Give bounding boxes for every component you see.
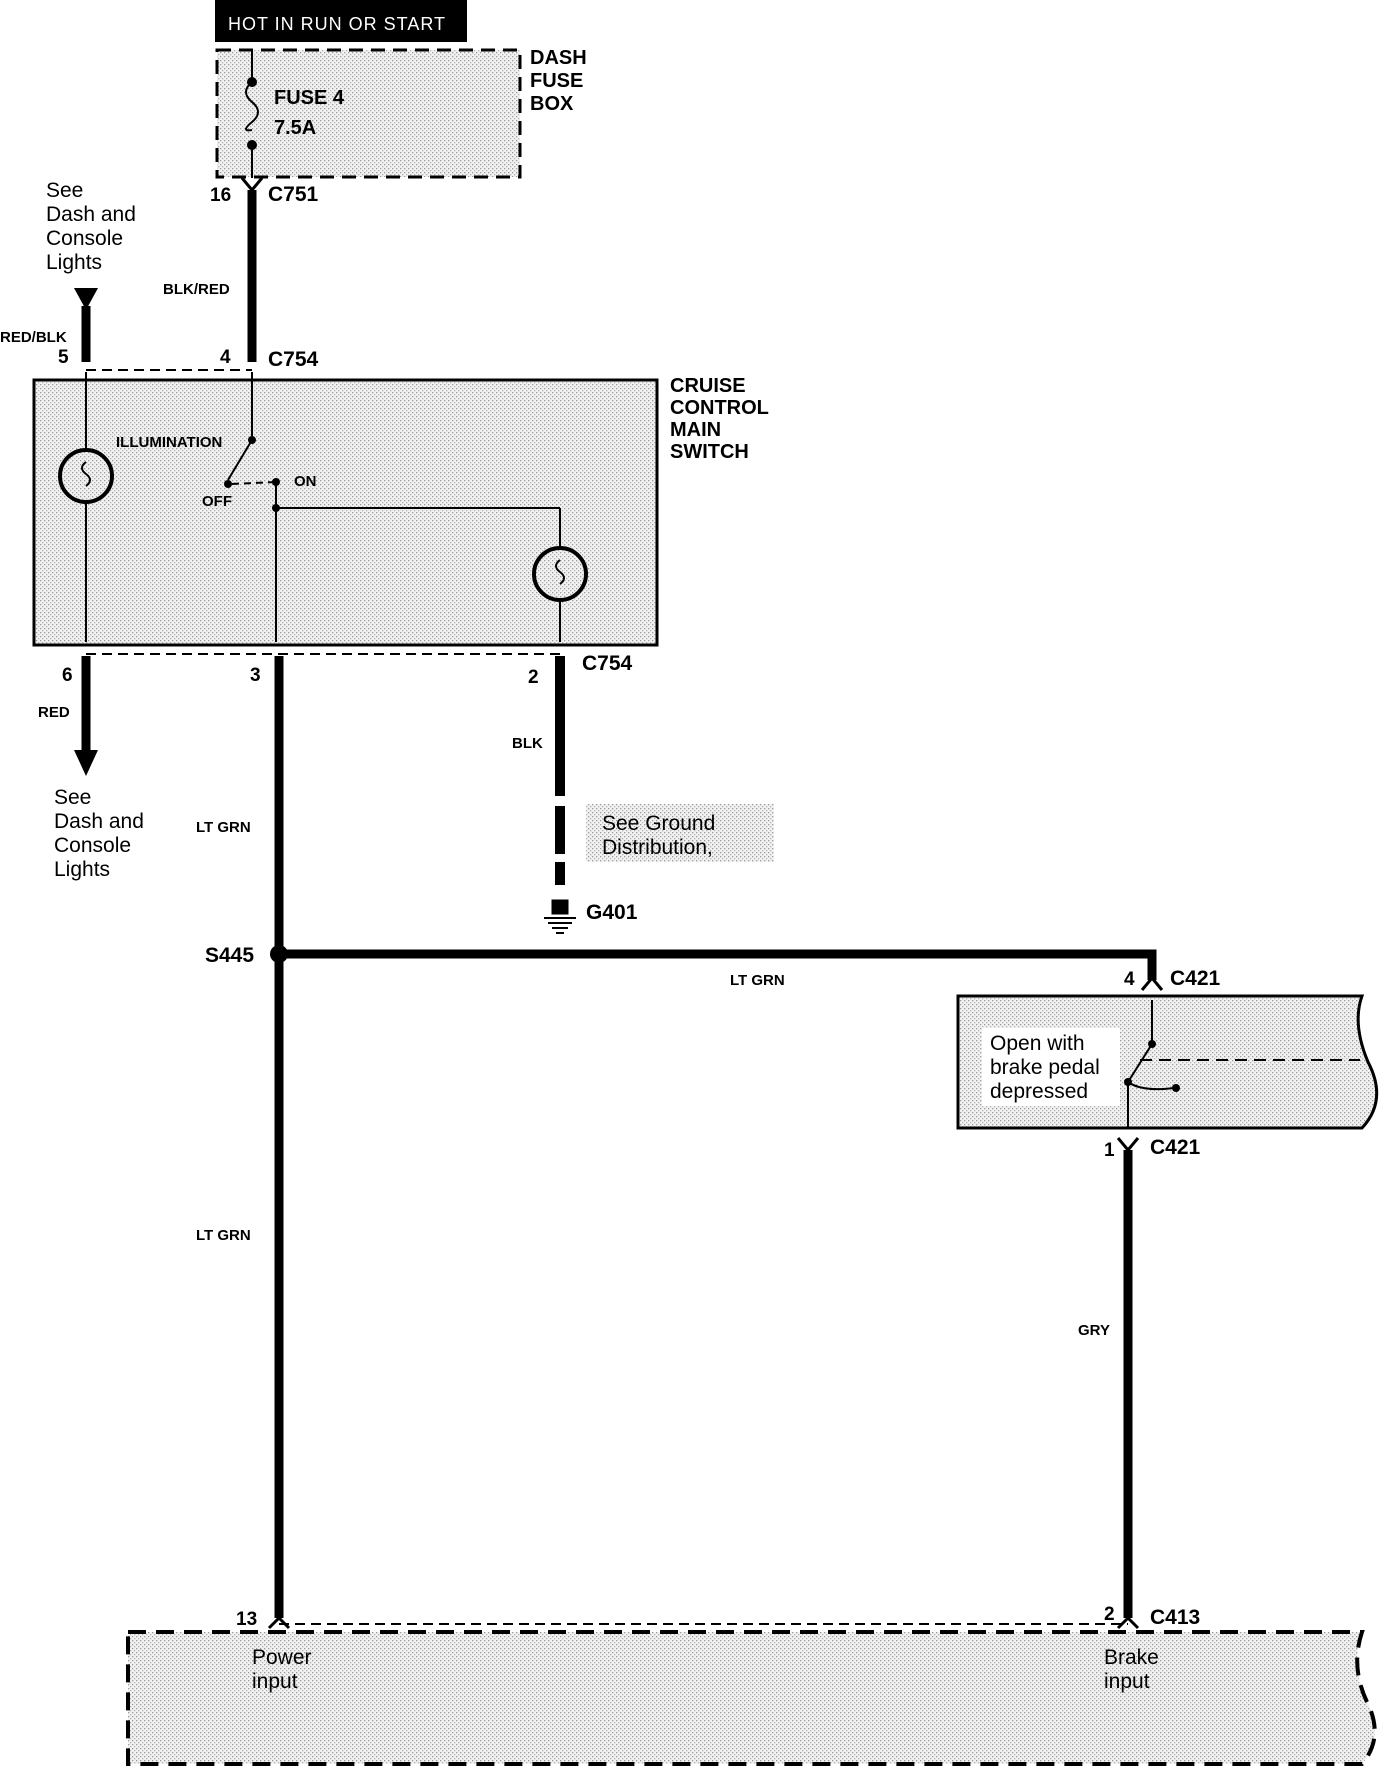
- wire-label-lt-grn-2: LT GRN: [730, 972, 785, 989]
- ground-g401: G401: [586, 901, 638, 924]
- fuse-4-icon: [245, 50, 259, 178]
- wire-label-blk: BLK: [512, 735, 543, 752]
- ref-top-left-3: Console: [46, 227, 123, 250]
- module-power-input-1: Power: [252, 1646, 312, 1669]
- power-source-label: HOT IN RUN OR START: [228, 14, 446, 34]
- brake-sw-contact-2: [1172, 1084, 1180, 1092]
- connector-c421-top-icon: [1140, 975, 1164, 991]
- wire-label-red-blk: RED/BLK: [0, 329, 67, 346]
- brake-sw-pivot: [1148, 1040, 1156, 1048]
- switch-blade: [227, 439, 253, 481]
- connector-c413-icon-13: [267, 1615, 291, 1630]
- ref-top-left-1: See: [46, 179, 83, 202]
- main-switch-label-3: MAIN: [670, 419, 721, 441]
- brake-switch-note-2: brake pedal: [990, 1056, 1100, 1079]
- switch-pivot: [248, 436, 256, 444]
- cruise-control-main-switch: [32, 378, 659, 647]
- pin-4-c754: 4: [220, 347, 231, 368]
- ref-arrow-up-icon: [74, 288, 98, 310]
- connector-c751-icon: [240, 177, 264, 193]
- switch-on-contact: [272, 478, 280, 486]
- connector-c413: C413: [1150, 1606, 1200, 1629]
- label-illumination: ILLUMINATION: [116, 434, 222, 451]
- brake-switch-note-3: depressed: [990, 1080, 1088, 1103]
- wire-label-lt-grn-1: LT GRN: [196, 819, 251, 836]
- ref-arrow-down-icon: [74, 750, 98, 776]
- main-switch-label-2: CONTROL: [670, 397, 769, 419]
- ref-ground-2: Distribution,: [602, 836, 713, 859]
- fuse-name: FUSE 4: [274, 87, 345, 109]
- ref-top-left-2: Dash and: [46, 203, 136, 226]
- label-off: OFF: [202, 493, 232, 510]
- switch-off-contact: [224, 480, 232, 488]
- ref-bottom-left-2: Dash and: [54, 810, 144, 833]
- connector-c754-top: C754: [268, 348, 319, 371]
- switch-junction: [272, 504, 280, 512]
- label-on: ON: [294, 473, 317, 490]
- wire-label-gry: GRY: [1078, 1322, 1110, 1339]
- connector-c421-bottom-icon: [1116, 1137, 1140, 1153]
- brake-switch-note-bg: [982, 1028, 1120, 1106]
- illum-lamp-filament: [81, 461, 91, 487]
- dash-fuse-box: [215, 48, 522, 179]
- fuse-box-label-2: FUSE: [530, 70, 583, 92]
- connector-c413-icon-2: [1116, 1615, 1140, 1630]
- wire-label-lt-grn-3: LT GRN: [196, 1227, 251, 1244]
- cruise-control-module: [126, 1630, 1377, 1766]
- switch-on-dashed: [231, 481, 277, 485]
- connector-c751: C751: [268, 183, 319, 206]
- fuse-rating: 7.5A: [274, 117, 316, 139]
- main-switch-label-4: SWITCH: [670, 441, 749, 463]
- ref-bottom-left-1: See: [54, 786, 91, 809]
- ref-bottom-left-3: Console: [54, 834, 131, 857]
- module-brake-input-2: input: [1104, 1670, 1150, 1693]
- pin-2-c754: 2: [528, 667, 539, 688]
- indicator-lamp-filament: [555, 559, 565, 585]
- ground-ref-box: [586, 804, 774, 862]
- connector-c421-bottom: C421: [1150, 1136, 1201, 1159]
- power-source-header: [215, 0, 467, 42]
- wire-lt-grn-branch: [279, 949, 1157, 980]
- pin-5: 5: [58, 347, 69, 368]
- wire-label-red: RED: [38, 704, 70, 721]
- module-brake-input-1: Brake: [1104, 1646, 1159, 1669]
- splice-s445: S445: [205, 944, 254, 967]
- pin-2-c413: 2: [1104, 1604, 1115, 1625]
- fuse-box-label-3: BOX: [530, 93, 574, 115]
- connector-c754-bottom: C754: [582, 652, 633, 675]
- ref-bottom-left-4: Lights: [54, 858, 110, 881]
- ref-ground-1: See Ground: [602, 812, 715, 835]
- main-switch-label-1: CRUISE: [670, 375, 746, 397]
- fuse-box-label-1: DASH: [530, 47, 587, 69]
- ref-top-left-4: Lights: [46, 251, 102, 274]
- wire-label-blk-red: BLK/RED: [163, 281, 230, 298]
- brake-sw-contact-1: [1124, 1078, 1132, 1086]
- brake-switch-note-1: Open with: [990, 1032, 1085, 1055]
- connector-c421-top: C421: [1170, 967, 1221, 990]
- ground-g401-icon: [544, 899, 576, 934]
- module-power-input-2: input: [252, 1670, 298, 1693]
- pin-1-c421: 1: [1104, 1140, 1115, 1161]
- pin-6: 6: [62, 665, 73, 686]
- pin-4-c421: 4: [1124, 969, 1135, 990]
- brake-sw-blade: [1127, 1043, 1153, 1083]
- pin-16: 16: [210, 185, 231, 206]
- pin-13: 13: [236, 1609, 257, 1630]
- pin-3: 3: [250, 665, 261, 686]
